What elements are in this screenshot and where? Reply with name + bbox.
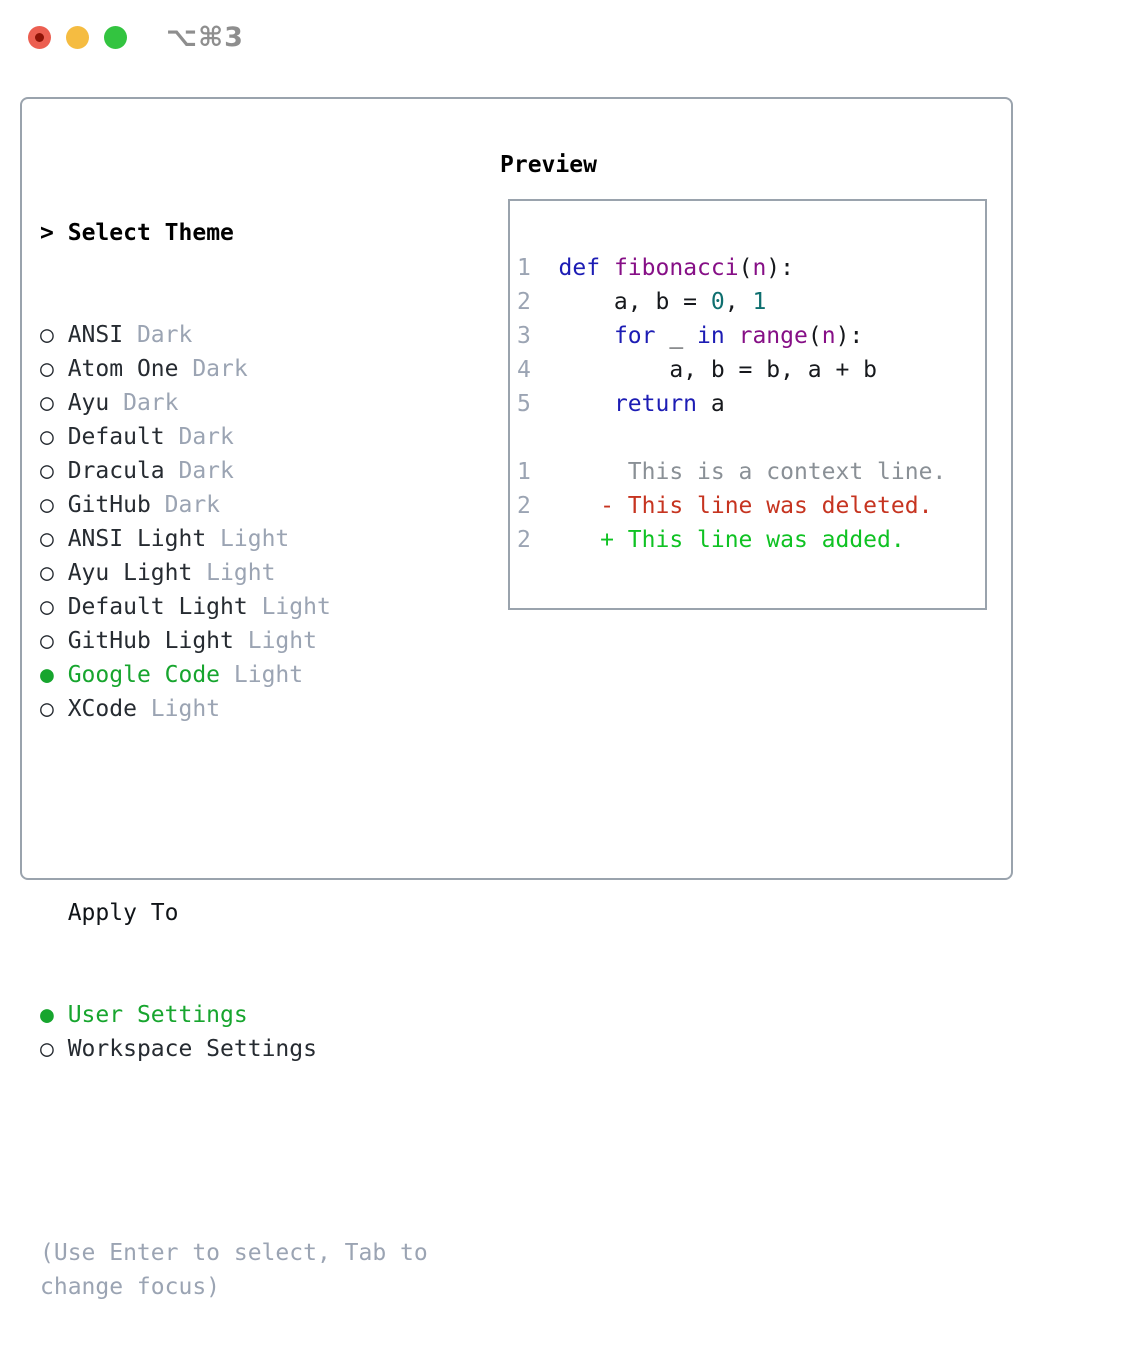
cursor-arrow-icon: >	[40, 220, 54, 246]
theme-variant: Dark	[164, 424, 234, 450]
radio-icon: ○	[40, 458, 68, 484]
apply-to-heading-label: Apply To	[67, 900, 179, 926]
theme-options-list: ○ ANSI Dark○ Atom One Dark○ Ayu Dark○ De…	[40, 318, 428, 726]
close-button-dot-icon	[35, 33, 44, 42]
apply-option-label: User Settings	[67, 1002, 248, 1028]
hint-text: (Use Enter to select, Tab to change focus…	[40, 1236, 428, 1304]
theme-variant: Light	[220, 662, 304, 688]
theme-option-ayu-light[interactable]: ○ Ayu Light Light	[40, 556, 428, 590]
theme-list-panel: > Select Theme ○ ANSI Dark○ Atom One Dar…	[40, 148, 428, 1372]
theme-option-ayu[interactable]: ○ Ayu Dark	[40, 386, 428, 420]
theme-option-default-light[interactable]: ○ Default Light Light	[40, 590, 428, 624]
radio-icon: ○	[40, 696, 68, 722]
theme-variant: Dark	[123, 322, 193, 348]
code-line: 2 - This line was deleted.	[517, 493, 933, 519]
spacer	[40, 1134, 428, 1168]
theme-name: XCode	[67, 696, 137, 722]
maximize-button[interactable]	[104, 26, 127, 49]
radio-icon: ○	[40, 424, 68, 450]
theme-name: Ayu	[67, 390, 110, 416]
theme-name: Ayu Light	[67, 560, 193, 586]
theme-option-github[interactable]: ○ GitHub Dark	[40, 488, 428, 522]
radio-icon: ○	[40, 390, 68, 416]
preview-pane: 1 def fibonacci(n): 2 a, b = 0, 1 3 for _ …	[508, 199, 987, 610]
theme-option-xcode[interactable]: ○ XCode Light	[40, 692, 428, 726]
theme-name: ANSI	[67, 322, 124, 348]
radio-icon: ○	[40, 322, 68, 348]
theme-option-google-code[interactable]: ● Google Code Light	[40, 658, 428, 692]
theme-name: Default	[67, 424, 165, 450]
select-theme-heading-label: Select Theme	[67, 220, 234, 246]
apply-option-user-settings[interactable]: ● User Settings	[40, 998, 428, 1032]
radio-icon: ○	[40, 492, 68, 518]
hint-line: change focus)	[40, 1274, 221, 1300]
theme-name: ANSI Light	[67, 526, 207, 552]
code-line: 1 def fibonacci(n):	[517, 255, 794, 281]
theme-variant: Light	[247, 594, 331, 620]
close-button[interactable]	[28, 26, 51, 49]
theme-variant: Light	[206, 526, 290, 552]
window-title: ⌥⌘3	[166, 22, 244, 53]
code-line: 3 for _ in range(n):	[517, 323, 864, 349]
theme-variant: Light	[136, 696, 221, 722]
preview-heading: Preview	[500, 152, 597, 178]
apply-to-options-list: ● User Settings○ Workspace Settings	[40, 998, 428, 1066]
code-line: 4 a, b = b, a + b	[517, 357, 878, 383]
theme-picker-dialog: > Select Theme ○ ANSI Dark○ Atom One Dar…	[20, 97, 1013, 1300]
theme-option-ansi[interactable]: ○ ANSI Dark	[40, 318, 428, 352]
radio-icon: ○	[40, 628, 68, 654]
theme-name: Default Light	[67, 594, 248, 620]
theme-option-ansi-light[interactable]: ○ ANSI Light Light	[40, 522, 428, 556]
radio-icon: ○	[40, 526, 68, 552]
code-preview: 1 def fibonacci(n): 2 a, b = 0, 1 3 for _ …	[510, 201, 985, 557]
radio-icon: ○	[40, 560, 68, 586]
radio-icon: ○	[40, 1036, 68, 1062]
theme-option-atom-one[interactable]: ○ Atom One Dark	[40, 352, 428, 386]
theme-variant: Dark	[150, 492, 221, 518]
theme-option-github-light[interactable]: ○ GitHub Light Light	[40, 624, 428, 658]
apply-to-heading: Apply To	[40, 896, 428, 930]
radio-icon: ○	[40, 356, 68, 382]
theme-name: Dracula	[67, 458, 165, 484]
radio-selected-icon: ●	[40, 1002, 68, 1028]
theme-name: Atom One	[67, 356, 179, 382]
theme-name: GitHub Light	[67, 628, 234, 654]
minimize-button[interactable]	[66, 26, 89, 49]
theme-variant: Dark	[178, 356, 248, 382]
code-line: 2 + This line was added.	[517, 527, 905, 553]
theme-variant: Dark	[164, 458, 234, 484]
code-line: 2 a, b = 0, 1	[517, 289, 767, 315]
titlebar: ⌥⌘3	[0, 0, 1140, 74]
hint-line: (Use Enter to select, Tab to	[40, 1240, 428, 1266]
code-line	[517, 421, 985, 455]
theme-variant: Light	[233, 628, 317, 654]
theme-option-default[interactable]: ○ Default Dark	[40, 420, 428, 454]
theme-option-dracula[interactable]: ○ Dracula Dark	[40, 454, 428, 488]
theme-name: GitHub	[67, 492, 151, 518]
theme-variant: Dark	[109, 390, 179, 416]
code-line: 5 return a	[517, 391, 725, 417]
apply-option-label: Workspace Settings	[67, 1036, 317, 1062]
theme-variant: Light	[192, 560, 276, 586]
radio-selected-icon: ●	[40, 662, 68, 688]
code-line: 1 This is a context line.	[517, 459, 947, 485]
select-theme-heading: > Select Theme	[40, 216, 428, 250]
spacer	[40, 794, 428, 828]
radio-icon: ○	[40, 594, 68, 620]
theme-name: Google Code	[67, 662, 221, 688]
apply-option-workspace-settings[interactable]: ○ Workspace Settings	[40, 1032, 428, 1066]
